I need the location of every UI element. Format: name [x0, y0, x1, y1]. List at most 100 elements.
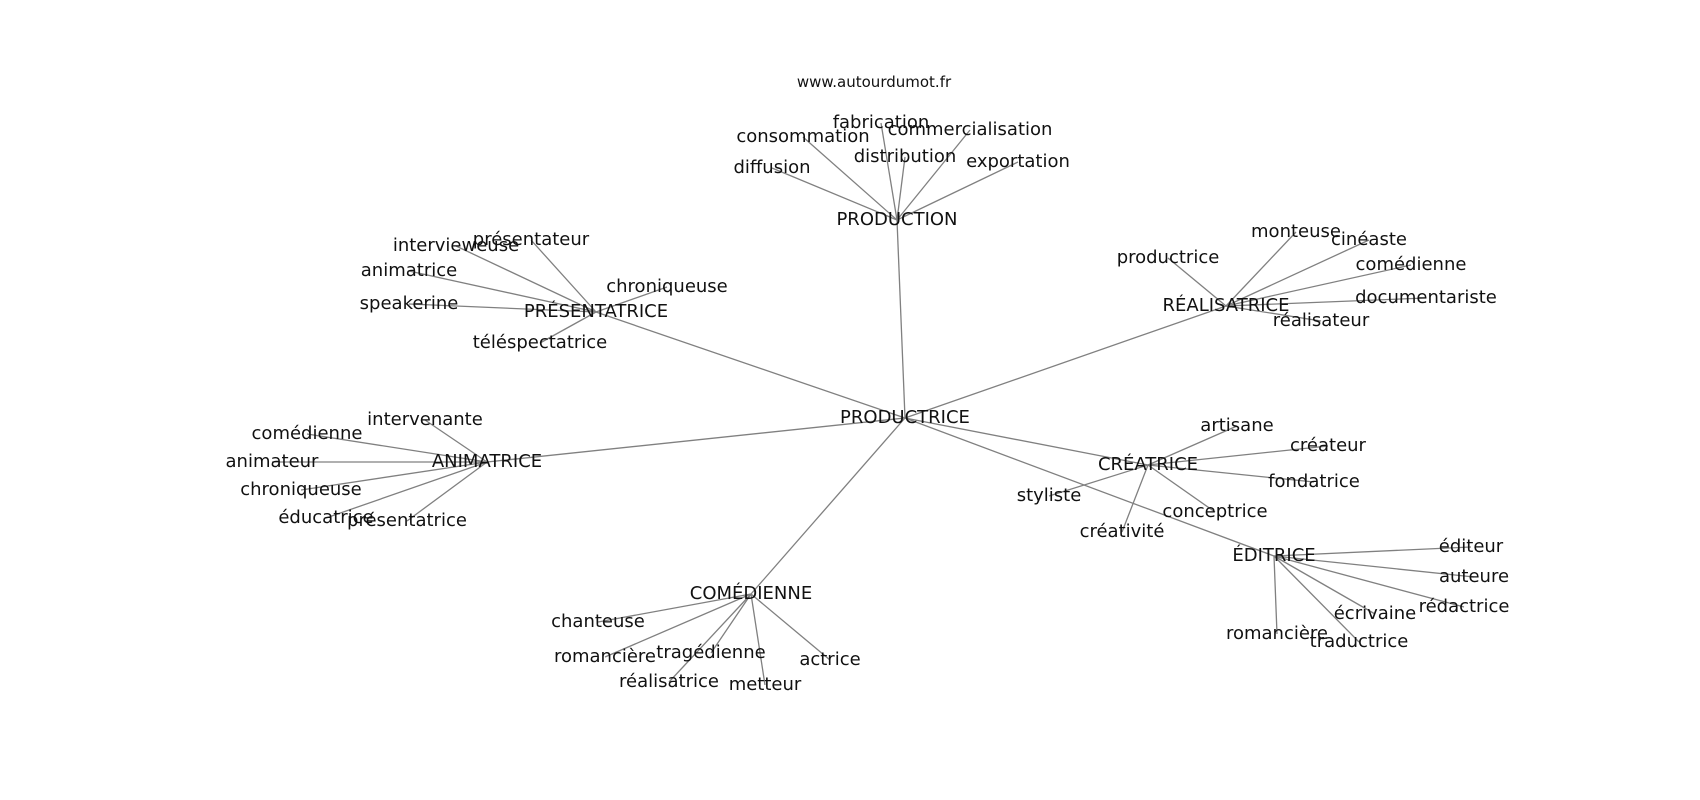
- edge-comedienne-leaf-2: [710, 593, 752, 654]
- hub-node-production[interactable]: PRODUCTION: [836, 209, 957, 230]
- edge-presentatrice-leaf-5: [539, 311, 597, 344]
- edge-animatrice-leaf-1: [306, 433, 488, 463]
- leaf-node-presentatrice-3[interactable]: speakerine: [360, 293, 459, 314]
- leaf-node-editrice-1[interactable]: auteure: [1439, 566, 1509, 587]
- edge-center-comedienne: [750, 417, 906, 595]
- leaf-node-presentatrice-0[interactable]: présentateur: [473, 229, 590, 250]
- edge-presentatrice-leaf-4: [595, 286, 668, 313]
- leaf-node-creatrice-2[interactable]: fondatrice: [1268, 471, 1360, 492]
- leaf-node-animatrice-3[interactable]: chroniqueuse: [240, 479, 362, 500]
- edge-center-realisatrice: [904, 305, 1227, 419]
- edge-production-leaf-5: [896, 161, 1019, 221]
- edge-realisatrice-leaf-0: [1225, 231, 1297, 307]
- leaf-node-editrice-2[interactable]: rédactrice: [1419, 596, 1510, 617]
- edge-center-production: [896, 219, 906, 419]
- edge-presentatrice-leaf-2: [408, 270, 597, 313]
- leaf-node-comedienne-5[interactable]: actrice: [799, 649, 860, 670]
- hub-node-animatrice[interactable]: ANIMATRICE: [432, 451, 542, 472]
- leaf-node-realisatrice-5[interactable]: réalisateur: [1273, 310, 1370, 331]
- edge-presentatrice-leaf-3: [408, 303, 597, 313]
- edge-realisatrice-leaf-2: [1167, 257, 1227, 307]
- leaf-node-realisatrice-0[interactable]: monteuse: [1251, 221, 1341, 242]
- edge-creatrice-leaf-2: [1147, 464, 1315, 483]
- leaf-node-production-1[interactable]: consommation: [736, 126, 869, 147]
- leaf-node-editrice-5[interactable]: romancière: [1226, 623, 1328, 644]
- leaf-node-presentatrice-1[interactable]: intervieweuse: [393, 235, 519, 256]
- edge-editrice-leaf-3: [1273, 555, 1376, 615]
- leaf-node-production-0[interactable]: fabrication: [833, 112, 930, 133]
- leaf-node-production-3[interactable]: distribution: [854, 146, 957, 167]
- edge-production-leaf-3: [896, 156, 906, 221]
- edge-presentatrice-leaf-1: [455, 245, 597, 313]
- edge-realisatrice-leaf-5: [1225, 305, 1322, 322]
- edge-center-animatrice: [486, 417, 906, 463]
- leaf-node-animatrice-4[interactable]: éducatrice: [278, 507, 373, 528]
- leaf-node-editrice-3[interactable]: écrivaine: [1334, 603, 1417, 624]
- edge-creatrice-leaf-5: [1048, 464, 1149, 497]
- edge-creatrice-leaf-4: [1121, 464, 1149, 533]
- edge-creatrice-leaf-1: [1147, 445, 1329, 466]
- hub-node-editrice[interactable]: ÉDITRICE: [1232, 544, 1315, 566]
- edge-editrice-leaf-5: [1273, 555, 1278, 635]
- leaf-node-creatrice-5[interactable]: styliste: [1017, 485, 1082, 506]
- leaf-node-comedienne-2[interactable]: tragédienne: [656, 642, 765, 663]
- edge-production-leaf-1: [802, 136, 898, 221]
- leaf-node-presentatrice-2[interactable]: animatrice: [361, 260, 457, 281]
- edge-editrice-leaf-2: [1273, 555, 1465, 608]
- edge-comedienne-leaf-0: [597, 593, 752, 623]
- hub-node-comedienne[interactable]: COMÉDIENNE: [690, 582, 812, 604]
- leaf-node-creatrice-3[interactable]: conceptrice: [1162, 501, 1267, 522]
- edge-comedienne-leaf-1: [604, 593, 752, 658]
- edge-comedienne-leaf-5: [750, 593, 831, 661]
- site-url: www.autourdumot.fr: [796, 73, 952, 91]
- edge-production-leaf-2: [896, 129, 971, 221]
- leaf-node-comedienne-0[interactable]: chanteuse: [551, 611, 645, 632]
- leaf-node-realisatrice-2[interactable]: productrice: [1117, 247, 1220, 268]
- graph-edges: [272, 122, 1475, 686]
- edge-production-leaf-4: [771, 167, 898, 221]
- edge-editrice-leaf-4: [1273, 555, 1360, 643]
- leaf-node-comedienne-4[interactable]: metteur: [729, 674, 802, 695]
- edge-animatrice-leaf-4: [325, 461, 488, 519]
- edge-animatrice-leaf-5: [406, 461, 488, 522]
- leaf-node-animatrice-0[interactable]: intervenante: [367, 409, 483, 430]
- edge-editrice-leaf-0: [1273, 546, 1472, 557]
- leaf-node-editrice-4[interactable]: traductrice: [1310, 631, 1409, 652]
- leaf-node-production-4[interactable]: diffusion: [733, 157, 810, 178]
- center-node[interactable]: PRODUCTRICE: [840, 407, 970, 428]
- leaf-node-presentatrice-4[interactable]: chroniqueuse: [606, 276, 728, 297]
- leaf-node-realisatrice-3[interactable]: comédienne: [1356, 254, 1467, 275]
- edge-production-leaf-0: [880, 122, 898, 221]
- leaf-node-animatrice-5[interactable]: présentatrice: [347, 510, 467, 531]
- leaf-node-production-2[interactable]: commercialisation: [888, 119, 1053, 140]
- leaf-node-comedienne-1[interactable]: romancière: [554, 646, 656, 667]
- edge-editrice-leaf-1: [1273, 555, 1475, 578]
- edge-comedienne-leaf-3: [668, 593, 752, 683]
- edge-center-presentatrice: [595, 311, 906, 419]
- leaf-node-editrice-0[interactable]: éditeur: [1439, 536, 1504, 557]
- edge-animatrice-leaf-3: [300, 461, 488, 491]
- leaf-node-animatrice-1[interactable]: comédienne: [252, 423, 363, 444]
- leaf-node-comedienne-3[interactable]: réalisatrice: [619, 671, 719, 692]
- edge-comedienne-leaf-4: [750, 593, 766, 686]
- leaf-node-creatrice-4[interactable]: créativité: [1080, 521, 1165, 542]
- leaf-node-creatrice-1[interactable]: créateur: [1290, 435, 1367, 456]
- leaf-node-realisatrice-1[interactable]: cinéaste: [1331, 229, 1407, 250]
- edge-realisatrice-leaf-4: [1225, 297, 1427, 307]
- edge-center-creatrice: [904, 417, 1149, 466]
- leaf-node-creatrice-0[interactable]: artisane: [1200, 415, 1273, 436]
- edge-creatrice-leaf-0: [1147, 425, 1238, 466]
- edge-realisatrice-leaf-1: [1225, 239, 1370, 307]
- hub-node-creatrice[interactable]: CRÉATRICE: [1098, 453, 1198, 475]
- leaf-node-presentatrice-5[interactable]: téléspectatrice: [473, 332, 608, 353]
- edge-presentatrice-leaf-0: [530, 239, 597, 313]
- hub-node-realisatrice[interactable]: RÉALISATRICE: [1163, 294, 1290, 316]
- leaf-node-production-5[interactable]: exportation: [966, 151, 1070, 172]
- leaf-node-realisatrice-4[interactable]: documentariste: [1355, 287, 1497, 308]
- leaf-node-animatrice-2[interactable]: animateur: [226, 451, 320, 472]
- edge-creatrice-leaf-3: [1147, 464, 1216, 513]
- edge-animatrice-leaf-0: [424, 419, 488, 463]
- hub-node-presentatrice[interactable]: PRÉSENTATRICE: [524, 300, 668, 322]
